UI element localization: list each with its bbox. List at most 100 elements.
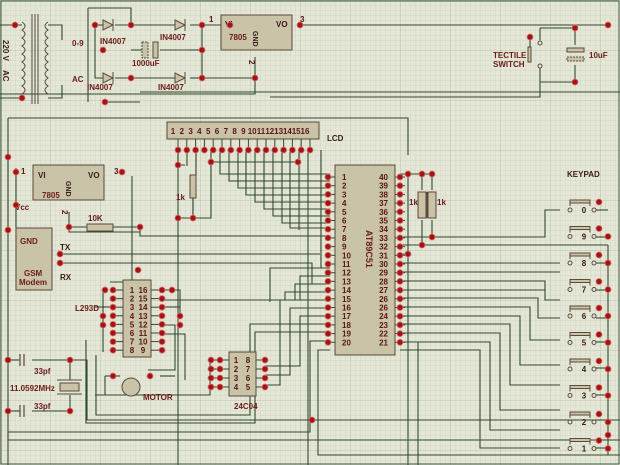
mcu-pin-number: 40 [379, 173, 388, 182]
junction-dot [66, 407, 74, 415]
junction-dot [324, 173, 332, 181]
junction-dots [4, 21, 612, 452]
mcu-pin-number: 33 [379, 234, 388, 243]
keypad-key-label: 0 [582, 206, 587, 215]
keypad-key[interactable]: 9 [567, 226, 597, 242]
mcu-pin-number: 6 [342, 217, 347, 226]
driver-pin-number: 13 [139, 312, 148, 321]
capacitor-value-label: 1000uF [132, 59, 160, 68]
junction-dot [209, 146, 217, 154]
junction-dot [280, 146, 288, 154]
junction-dot [66, 356, 74, 364]
diode-d2 [174, 19, 187, 31]
keypad-label: KEYPAD [567, 170, 600, 179]
junction-dot [218, 146, 226, 154]
keypad-key[interactable]: 6 [567, 305, 597, 321]
keypad-keys: 0 9 8 7 6 5 4 3 2 1 [567, 199, 597, 454]
junction-dot [396, 330, 404, 338]
junction-dot [595, 357, 603, 365]
filter-capacitor [141, 41, 159, 59]
keypad-key-label: 8 [582, 259, 587, 268]
crystal [59, 382, 80, 392]
tx-label: TX [60, 243, 71, 252]
junction-dot [127, 21, 135, 29]
mcu-pin-number: 17 [342, 312, 351, 321]
tactile-switch[interactable] [527, 46, 532, 63]
junction-dot [404, 250, 412, 258]
junction-dot [396, 338, 404, 346]
junction-dot [604, 418, 612, 426]
driver-pin-number: 4 [130, 312, 135, 321]
junction-dot [396, 225, 404, 233]
junction-dot [158, 338, 166, 346]
junction-dot [526, 33, 534, 41]
junction-dot [99, 46, 107, 54]
junction-dot [396, 173, 404, 181]
junction-dot [158, 320, 166, 328]
keypad-key[interactable]: 3 [567, 385, 597, 401]
mcu-pin-number: 21 [379, 338, 388, 347]
junction-dot [595, 384, 603, 391]
driver-pin-number: 14 [139, 303, 148, 312]
lcd-pin-number: 6 [215, 127, 220, 136]
mcu-pin-number: 12 [342, 269, 351, 278]
junction-dot [595, 304, 603, 312]
mcu-pin-number: 2 [342, 182, 347, 191]
junction-dot [207, 383, 215, 391]
junction-dot [595, 278, 603, 285]
mcu-pin-number: 37 [379, 199, 388, 208]
keypad-key[interactable]: 2 [567, 411, 597, 427]
junction-dot [604, 286, 612, 293]
gsm-modem: GND GSM Modem TX RX [15, 227, 72, 291]
driver-pin-number: 2 [130, 295, 135, 304]
lcd-pin-number: 15 [292, 127, 301, 136]
junction-dot [236, 146, 244, 154]
pin-number: 3 [114, 167, 119, 176]
junction-dot [198, 21, 206, 29]
junction-dot [324, 304, 332, 311]
junction-dot [261, 374, 269, 382]
junction-dot [428, 233, 436, 241]
keypad-key[interactable]: 0 [567, 199, 597, 215]
switch-label: TECTILE [493, 51, 527, 60]
keypad-key[interactable]: 4 [567, 358, 597, 374]
junction-dot [146, 372, 154, 380]
eeprom-body [228, 351, 257, 397]
diode-label: IN4007 [100, 37, 126, 46]
lcd-pin-number: 3 [188, 127, 193, 136]
junction-dot [200, 146, 208, 154]
keypad-key[interactable]: 5 [567, 332, 597, 348]
junction-dot [261, 356, 269, 364]
driver-pin-number: 15 [139, 295, 148, 304]
reset-circuit: TECTILE SWITCH 10uF [493, 40, 608, 69]
junction-dot [396, 234, 404, 242]
junction-dot [324, 260, 332, 268]
mcu-pin-number: 36 [379, 208, 388, 217]
regulator-left: VI VO 7805 GND 1 3 2 Vcc [15, 164, 119, 215]
junction-dot [227, 146, 235, 154]
junction-dot [12, 201, 20, 209]
junction-dot [56, 250, 64, 258]
driver-body [122, 279, 152, 358]
modem-name-label: GSM [24, 269, 43, 278]
switch-contact [537, 63, 543, 69]
mcu-pin-number: 27 [379, 286, 388, 295]
junction-dot [396, 199, 404, 207]
junction-dot [324, 295, 332, 303]
mcu-pin-number: 31 [379, 251, 388, 260]
junction-dot [396, 243, 404, 251]
junction-dot [158, 286, 166, 294]
diode-d1 [102, 19, 115, 31]
junction-dot [174, 214, 182, 222]
mcu-pin-number: 14 [342, 286, 351, 295]
mcu-pin-number: 35 [379, 217, 388, 226]
junction-dot [571, 78, 579, 86]
keypad-key[interactable]: 1 [567, 438, 597, 454]
junction-dot [207, 356, 215, 364]
keypad-key[interactable]: 7 [567, 279, 597, 295]
keypad-key[interactable]: 8 [567, 252, 597, 268]
diode-label: IN4007 [160, 33, 186, 42]
junction-dot [109, 312, 117, 320]
junction-dot [604, 259, 612, 267]
junction-dot [324, 182, 332, 190]
